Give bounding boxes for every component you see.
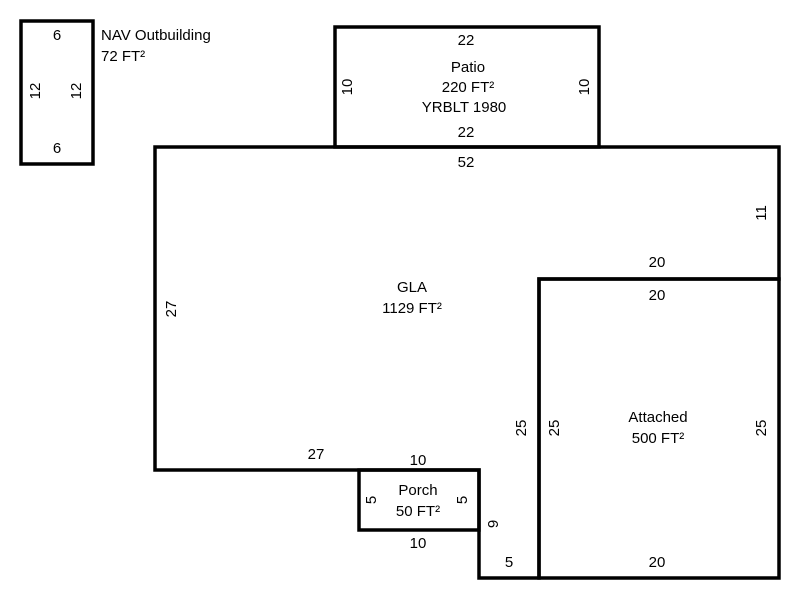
gla-inner-right-dim: 25 [513,420,530,437]
porch-label: Porch [398,482,437,499]
gla-right-upper-dim: 11 [753,205,770,221]
porch-outline [357,468,481,532]
attached-bottom-dim: 20 [649,554,666,571]
attached-left-dim: 25 [546,420,563,437]
patio-area-label: 220 FT² [442,79,495,96]
gla-area[interactable]: 52 11 20 27 27 25 9 5 GLA 1129 FT² [153,145,781,580]
outbuilding-area-label: 72 FT² [101,48,145,65]
outbuilding-label: NAV Outbuilding [101,27,211,44]
patio-top-dim: 22 [458,32,475,49]
gla-top-dim: 52 [458,154,475,171]
gla-area-label: 1129 FT² [382,300,442,317]
porch-right-dim: 5 [454,496,471,504]
attached-outline [537,277,781,580]
outbuilding-outline [19,19,95,166]
porch-left-dim: 5 [363,496,380,504]
outbuilding-area[interactable]: 6 6 12 12 NAV Outbuilding 72 FT² [19,19,211,166]
gla-step-right-dim: 9 [485,520,502,528]
porch-area-label: 50 FT² [396,503,440,520]
attached-top-dim: 20 [649,287,666,304]
attached-area[interactable]: 20 20 25 25 Attached 500 FT² [537,277,781,580]
attached-label: Attached [628,409,687,426]
gla-step-top-dim: 20 [649,254,666,271]
porch-area[interactable]: 10 10 5 5 Porch 50 FT² [357,452,481,552]
gla-step-bottom-dim: 5 [505,554,513,571]
attached-right-dim: 25 [753,420,770,437]
outbuilding-top-dim: 6 [53,27,61,44]
gla-left-dim: 27 [163,301,180,318]
patio-label: Patio [451,59,485,76]
outbuilding-bottom-dim: 6 [53,140,61,157]
patio-left-dim: 10 [339,79,356,96]
porch-top-dim: 10 [410,452,427,469]
patio-area[interactable]: 22 22 10 10 Patio 220 FT² YRBLT 1980 [333,25,601,149]
patio-bottom-dim: 22 [458,124,475,141]
outbuilding-left-dim: 12 [27,83,44,100]
gla-label: GLA [397,279,427,296]
gla-outline [153,145,781,580]
gla-bottom-left-dim: 27 [308,446,325,463]
patio-year-built: YRBLT 1980 [422,99,507,116]
attached-area-label: 500 FT² [632,430,685,447]
patio-right-dim: 10 [576,79,593,96]
porch-bottom-dim: 10 [410,535,427,552]
outbuilding-right-dim: 12 [68,83,85,100]
